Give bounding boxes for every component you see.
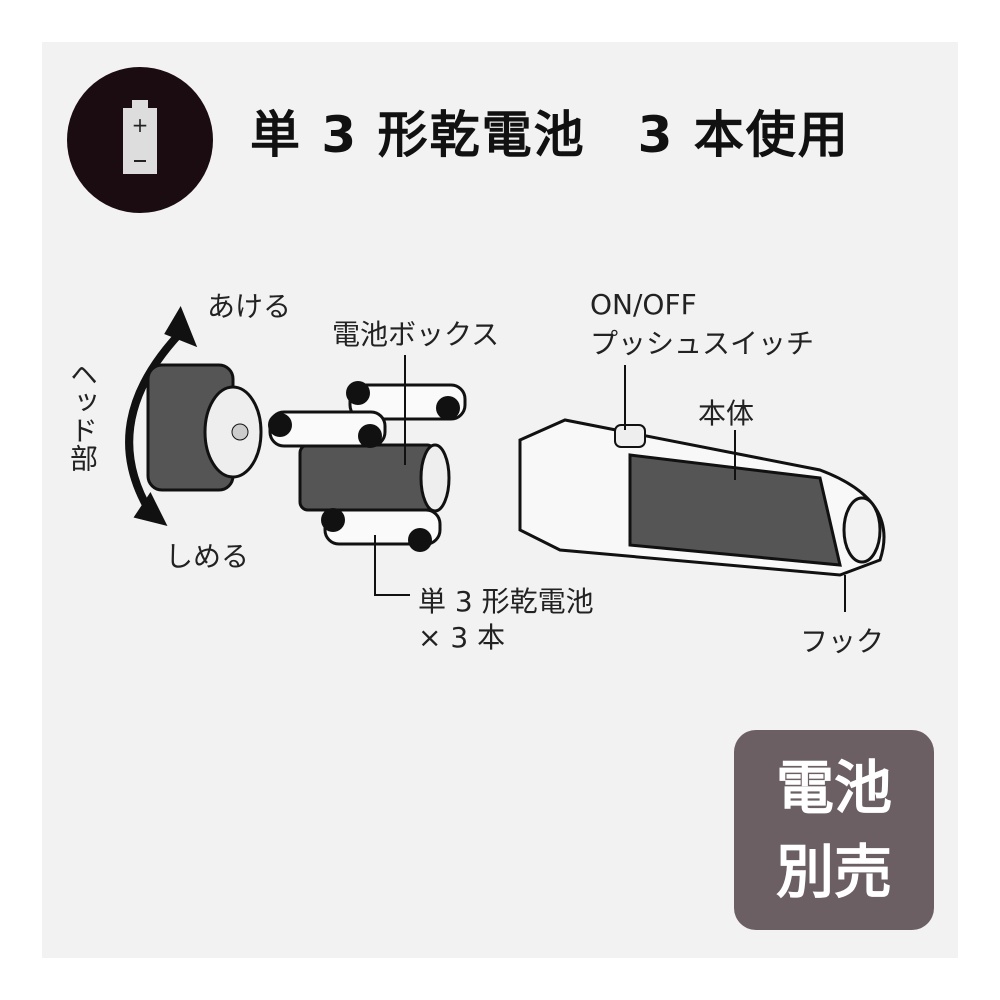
- label-hook: フック: [800, 625, 885, 658]
- label-body: 本体: [698, 397, 755, 430]
- batteries: [268, 381, 467, 552]
- label-battery-box: 電池ボックス: [332, 318, 500, 351]
- rotate-arrow: [125, 305, 198, 526]
- leader-lines: [374, 355, 846, 612]
- label-batteries-line1: 単 3 形乾電池: [418, 585, 594, 618]
- label-close: しめる: [165, 540, 250, 573]
- label-open: あける: [207, 290, 292, 323]
- head-cap: [146, 363, 263, 492]
- label-batteries-line2: × 3 本: [418, 621, 506, 654]
- label-head: ヘッド部: [66, 360, 99, 472]
- page-title: 単 3 形乾電池 3 本使用: [250, 106, 850, 164]
- svg-text:+: +: [132, 113, 149, 137]
- badge-line1: 電池: [775, 754, 892, 822]
- label-switch-line2: プッシュスイッチ: [590, 327, 815, 360]
- label-switch-line1: ON/OFF: [590, 288, 697, 321]
- flashlight-body: [518, 418, 886, 577]
- batteries-sold-separately-badge: 電池 別売: [734, 730, 934, 930]
- battery-icon: +: [67, 67, 213, 213]
- badge-line2: 別売: [775, 838, 892, 906]
- battery-box: [298, 443, 451, 513]
